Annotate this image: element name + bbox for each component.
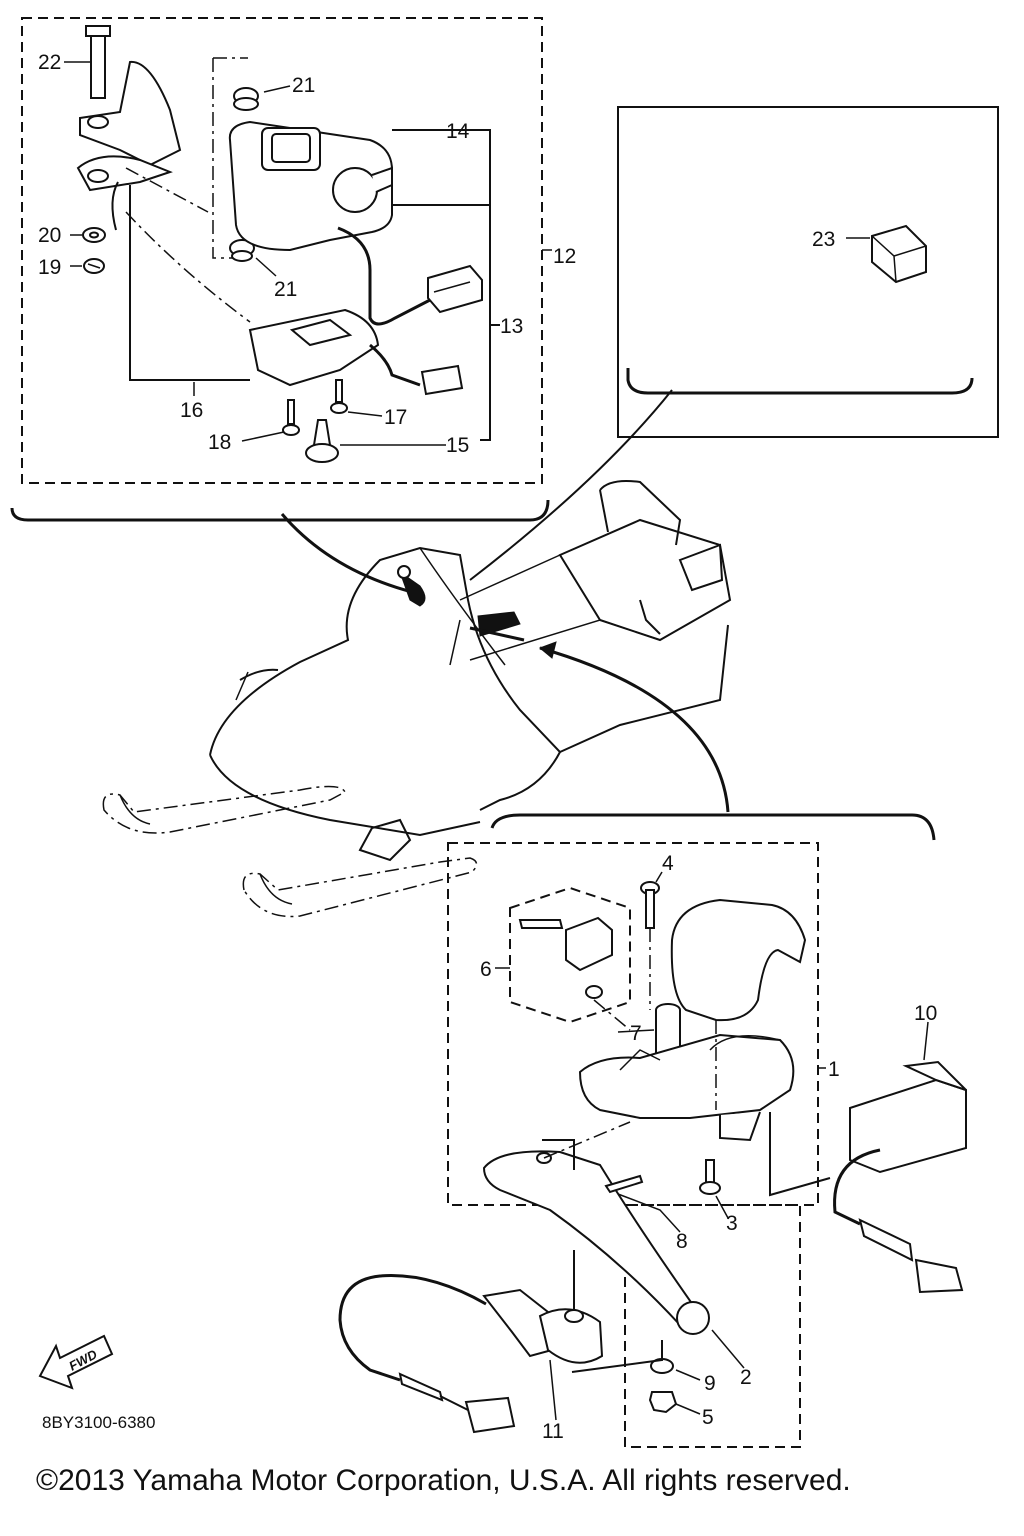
callout-2: 2 — [740, 1366, 752, 1389]
callout-9: 9 — [704, 1372, 716, 1395]
callouts: 22 21 14 20 19 12 21 13 16 17 18 15 23 4… — [38, 51, 937, 1443]
callout-19: 19 — [38, 256, 61, 279]
adjuster-block — [518, 916, 613, 999]
callout-21-bottom: 21 — [274, 278, 297, 301]
grommets — [229, 87, 259, 262]
callout-5: 5 — [702, 1406, 714, 1429]
callout-14: 14 — [446, 120, 470, 143]
callout-20: 20 — [38, 224, 61, 247]
callout-18: 18 — [208, 431, 231, 454]
lever-cover — [670, 898, 807, 1022]
drawing-code: 8BY3100-6380 — [42, 1413, 155, 1432]
callout-23: 23 — [812, 228, 835, 251]
callout-17: 17 — [384, 406, 407, 429]
callout-1: 1 — [828, 1058, 840, 1081]
callout-10: 10 — [914, 1002, 937, 1025]
switch-housing — [228, 120, 483, 326]
callout-8: 8 — [676, 1230, 688, 1253]
lever-holder — [578, 1033, 795, 1142]
screws — [282, 379, 348, 463]
callout-3: 3 — [726, 1212, 738, 1235]
callout-7: 7 — [630, 1022, 642, 1045]
mount-bracket — [76, 25, 182, 231]
fwd-arrow-icon: FWD — [38, 1334, 114, 1390]
callout-6: 6 — [480, 958, 492, 981]
callout-16: 16 — [180, 399, 203, 422]
detail-panel-top-right — [617, 106, 999, 438]
callout-22: 22 — [38, 51, 61, 74]
callout-15: 15 — [446, 434, 469, 457]
screws-bottom — [604, 1159, 721, 1195]
lower-housing — [129, 185, 464, 396]
callout-21-top: 21 — [292, 74, 315, 97]
brake-switch — [338, 1274, 604, 1434]
connector — [833, 1060, 967, 1294]
callout-11: 11 — [542, 1420, 564, 1443]
washers — [82, 227, 106, 274]
copyright-notice: ©2013 Yamaha Motor Corporation, U.S.A. A… — [36, 1464, 851, 1497]
nut-washer — [648, 1358, 678, 1414]
callout-13: 13 — [500, 315, 523, 338]
snowmobile — [102, 389, 732, 918]
screw-top — [640, 881, 660, 929]
detail-panel-bottom — [338, 813, 967, 1448]
detail-panel-top-left — [10, 17, 552, 522]
callout-4: 4 — [662, 852, 674, 875]
callout-12: 12 — [553, 245, 576, 268]
cap-part — [871, 224, 927, 284]
